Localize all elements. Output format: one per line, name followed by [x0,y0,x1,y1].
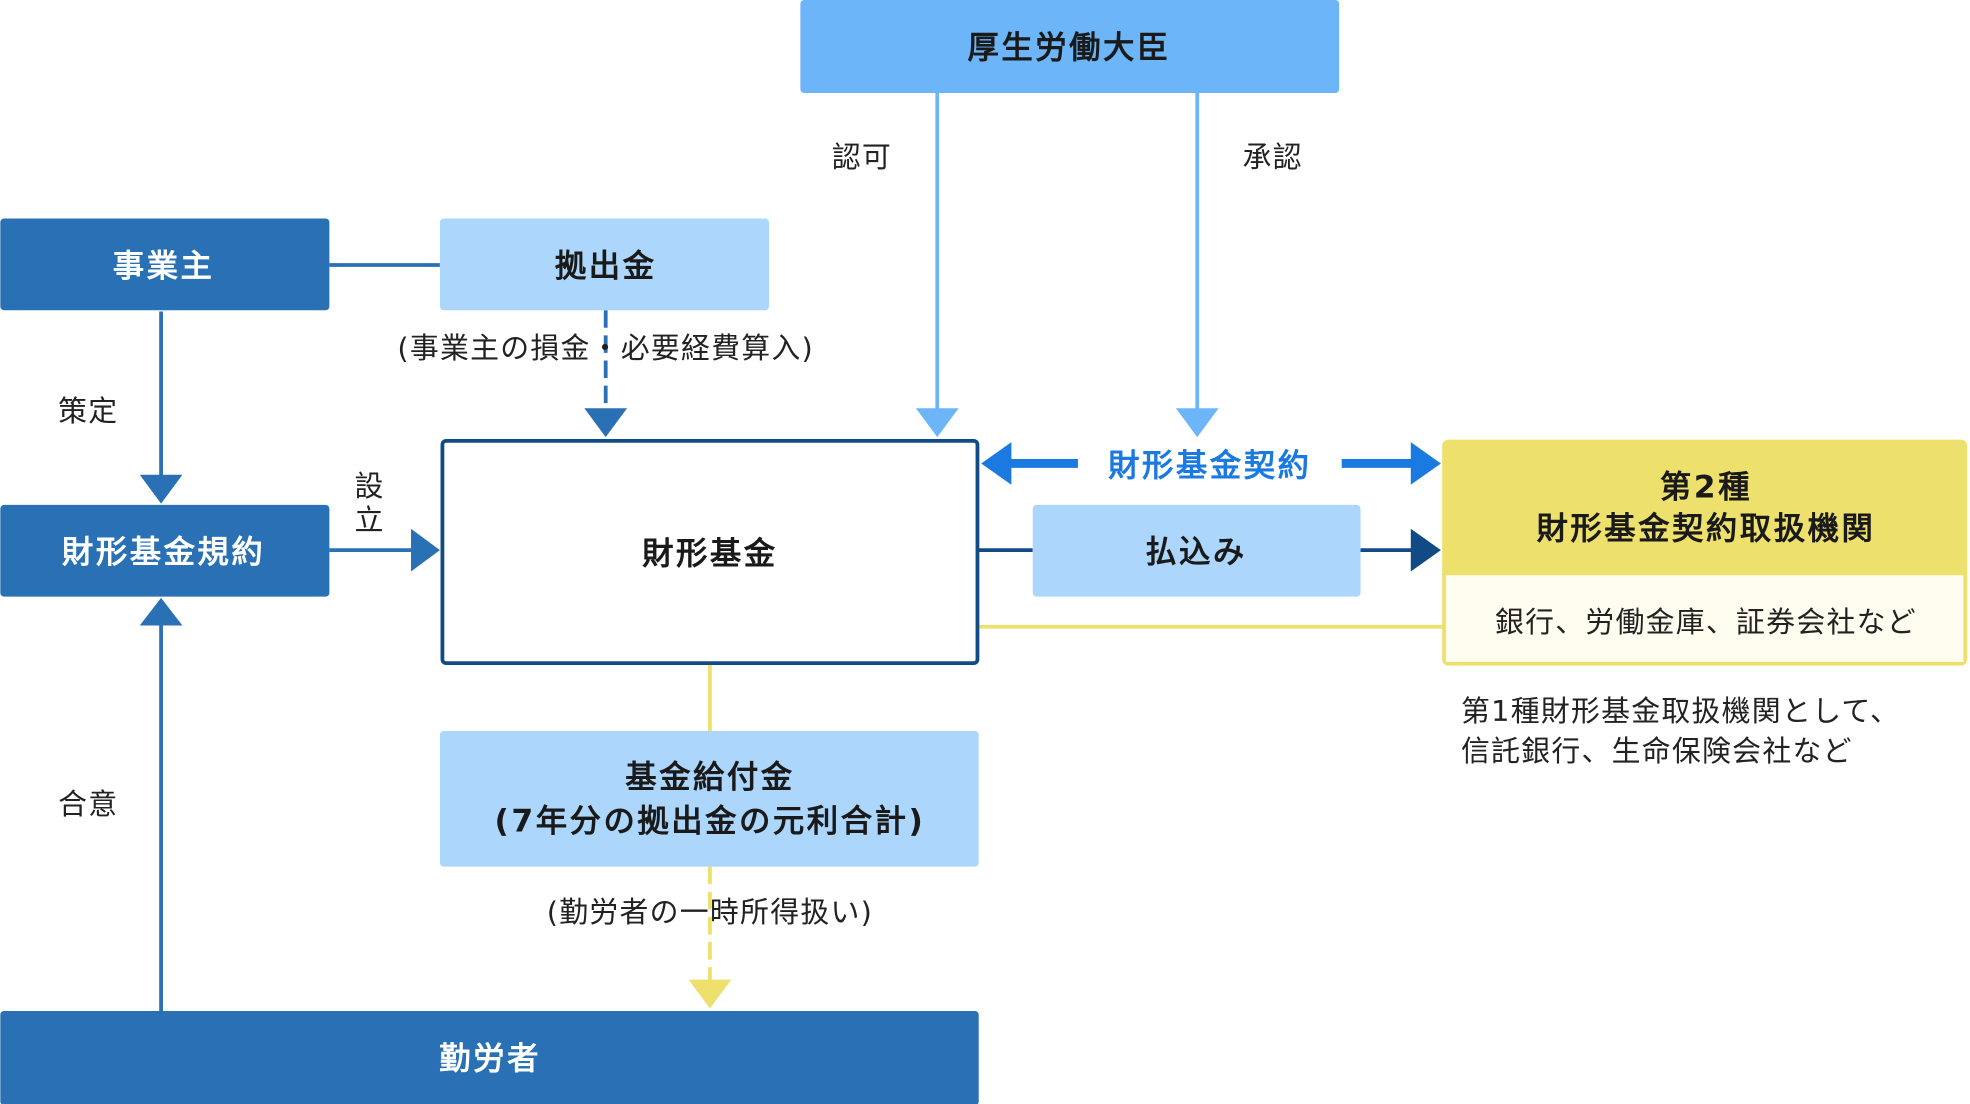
arrow-right-icon [1410,528,1441,572]
establish-label-1: 設 [355,469,385,503]
node-contribution: 拠出金 [439,218,769,311]
agreement-label: 合意 [58,787,118,821]
node-payment: 払込み [1032,504,1361,597]
arrow-head-icon [688,979,732,1009]
arrow-right-icon [1410,442,1441,485]
consent-label: 承認 [1242,140,1302,174]
node-fund: 財形基金 [440,438,980,666]
arrow-head-icon [1175,408,1219,438]
minister-label: 厚生労働大臣 [967,30,1170,66]
benefit-label-1: 基金給付金 [625,758,794,795]
arrow-head-icon [139,474,183,504]
employer-label: 事業主 [113,248,215,284]
contribution-note: (事業主の損金・必要経費算入) [397,331,814,365]
benefit-label-2: (7年分の拠出金の元利合計) [495,802,926,839]
node-workers: 勤労者 [0,1011,979,1104]
node-minister: 厚生労働大臣 [800,0,1340,93]
arrow-head-icon [915,408,959,438]
arrow-head-icon [411,528,440,572]
node-institution: 第2種 財形基金契約取扱機関 銀行、労働金庫、証券会社など [1442,439,1968,666]
arrow-left-icon [981,442,1012,485]
rules-label: 財形基金規約 [62,534,265,571]
contribution-label: 拠出金 [555,247,657,284]
establish-label-2: 立 [355,503,385,537]
permit-label: 認可 [832,140,892,174]
arrow-head-icon [584,408,628,438]
workers-label: 勤労者 [439,1041,541,1077]
contract-label: 財形基金契約 [1108,447,1311,484]
formulate-label: 策定 [58,394,118,428]
node-rules: 財形基金規約 [0,504,330,597]
first-class-note-2: 信託銀行、生命保険会社など [1461,734,1853,768]
institution-examples: 銀行、労働金庫、証券会社など [1495,605,1917,639]
fund-label: 財形基金 [642,535,778,572]
arrow-head-icon [139,597,183,626]
first-class-note-1: 第1種財形基金取扱機関として、 [1461,694,1900,728]
node-benefit: 基金給付金 (7年分の拠出金の元利合計) [439,730,979,867]
connectors [139,92,1444,1012]
payment-label: 払込み [1145,535,1247,571]
institution-title-2: 財形基金契約取扱機関 [1536,510,1875,547]
institution-title-1: 第2種 [1660,469,1752,505]
node-employer: 事業主 [0,218,330,311]
benefit-note: (勤労者の一時所得扱い) [547,895,873,929]
